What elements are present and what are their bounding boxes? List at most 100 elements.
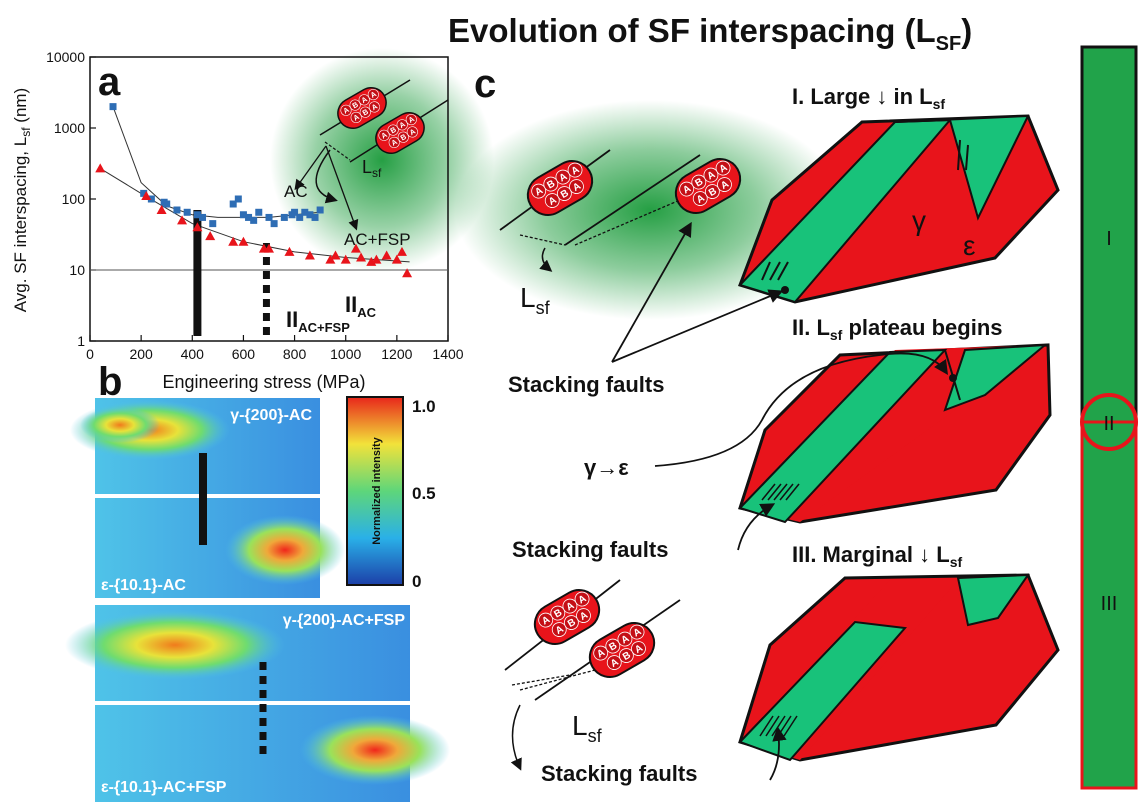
y-tick-group: 1 10 100 1000 10000 <box>46 49 96 349</box>
panel-b-label: b <box>98 360 122 404</box>
data-point-ac <box>173 206 181 214</box>
svg-text:ε-{10.1}-AC+FSP: ε-{10.1}-AC+FSP <box>101 779 227 796</box>
lsf-label-top: Lsf <box>520 282 551 318</box>
data-point-ac <box>109 103 117 111</box>
grain-block-stage-2 <box>738 343 1052 524</box>
x-axis-label: Engineering stress (MPa) <box>162 372 365 392</box>
data-point-acfsp <box>325 254 336 264</box>
x-tick-label: 800 <box>283 346 307 362</box>
svg-text:0: 0 <box>412 572 421 591</box>
data-point-acfsp <box>356 252 367 262</box>
data-point-acfsp <box>330 250 341 260</box>
x-tick-label: 200 <box>129 346 153 362</box>
data-point-ac <box>311 213 319 221</box>
panel-b: b γ-{200}-AC ε-{10.1}-AC Normalized inte… <box>65 360 450 802</box>
marker-bar-ac <box>193 209 202 336</box>
x-tick-label: 600 <box>232 346 256 362</box>
lsf-label-bottom: Lsf <box>572 710 603 746</box>
svg-text:γ-{200}-AC+FSP: γ-{200}-AC+FSP <box>283 612 406 629</box>
svg-text:ε-{10.1}-AC: ε-{10.1}-AC <box>101 577 186 594</box>
x-tick-label: 400 <box>181 346 205 362</box>
inset-lsf-label: Lsf <box>362 157 382 180</box>
data-point-acfsp <box>371 254 382 264</box>
data-point-ac <box>147 195 155 203</box>
heatmap-gamma-acfsp: γ-{200}-AC+FSP <box>65 605 410 701</box>
data-point-ac <box>140 189 148 197</box>
data-point-ac <box>199 213 207 221</box>
data-point-acfsp <box>340 254 351 264</box>
stacking-faults-label-1: Stacking faults <box>508 372 664 397</box>
data-point-ac <box>301 208 309 216</box>
y-tick-label: 10 <box>69 262 85 278</box>
data-point-ac <box>296 213 304 221</box>
data-point-acfsp <box>304 250 315 260</box>
gamma-label: γ <box>912 205 926 236</box>
heatmap-gamma-ac: γ-{200}-AC <box>70 398 320 494</box>
panel-c-label: c <box>474 62 496 106</box>
data-point-acfsp <box>177 215 188 225</box>
y-axis-label: Avg. SF interspacing, Lsf (nm) <box>11 88 33 312</box>
marker-ac-label: IIAC <box>345 292 377 320</box>
x-tick-label: 1200 <box>381 346 412 362</box>
x-tick-label: 0 <box>86 346 94 362</box>
data-point-acfsp <box>264 243 274 253</box>
data-point-acfsp <box>350 243 361 253</box>
y-tick-label: 100 <box>62 191 86 207</box>
heatmap-epsilon-ac: ε-{10.1}-AC <box>95 498 345 598</box>
grain-schematic-bottom: Lsf <box>504 579 681 771</box>
data-point-ac <box>234 195 242 203</box>
series-ac-label: AC <box>284 182 308 201</box>
stage-bar-label-2: II <box>1103 413 1114 435</box>
panel-a-label: a <box>98 60 121 104</box>
stage-bar-label-3: III <box>1101 593 1118 615</box>
data-point-acfsp <box>192 222 203 232</box>
y-tick-label: 1000 <box>54 120 85 136</box>
marker-acfsp-label: IIAC+FSP <box>286 307 350 335</box>
stacking-faults-label-3: Stacking faults <box>541 761 697 786</box>
stage-bar-bottom <box>1080 420 1138 790</box>
data-point-ac <box>280 213 288 221</box>
stage-3-title: III. Marginal ↓ Lsf <box>792 542 962 570</box>
svg-text:0.5: 0.5 <box>412 484 436 503</box>
stage-1-title: I. Large ↓ in Lsf <box>792 84 945 112</box>
svg-text:Normalized intensity: Normalized intensity <box>371 436 383 544</box>
data-point-ac <box>255 208 263 216</box>
transform-label: γ→ε <box>584 455 629 480</box>
x-tick-label: 1000 <box>330 346 361 362</box>
data-point-acfsp <box>284 246 295 256</box>
svg-text:γ-{200}-AC: γ-{200}-AC <box>230 407 312 424</box>
data-point-acfsp <box>402 268 413 278</box>
data-point-acfsp <box>396 246 407 256</box>
marker-bar-ac <box>199 453 207 545</box>
data-point-ac <box>250 216 258 224</box>
grain-block-stage-3 <box>738 573 1060 762</box>
data-point-ac <box>209 220 217 228</box>
data-point-ac <box>316 206 324 214</box>
grain-block-stage-1: γ ε <box>738 114 1060 304</box>
data-point-ac <box>291 208 299 216</box>
svg-text:1.0: 1.0 <box>412 397 436 416</box>
stage-bar: I II III <box>1080 45 1138 790</box>
data-point-ac <box>229 200 237 208</box>
data-point-ac <box>193 211 201 219</box>
stage-2-title: II. Lsf plateau begins <box>792 315 1003 343</box>
y-tick-label: 10000 <box>46 49 85 65</box>
panel-a-glow <box>270 48 494 272</box>
inset-grain-schematic: Lsf <box>294 79 449 231</box>
y-tick-label: 1 <box>77 333 85 349</box>
stage-bar-label-1: I <box>1106 228 1112 250</box>
data-point-ac <box>163 200 171 208</box>
colorbar: Normalized intensity 1.0 0.5 0 <box>346 396 436 591</box>
grain-schematic-top: Lsf <box>499 149 749 318</box>
epsilon-label: ε <box>963 230 975 261</box>
data-point-ac <box>265 213 273 221</box>
data-point-ac <box>306 211 314 219</box>
data-point-acfsp <box>381 250 392 260</box>
plot-content <box>90 103 448 336</box>
data-point-acfsp <box>141 191 152 201</box>
heatmap-epsilon-acfsp: ε-{10.1}-AC+FSP <box>95 705 450 802</box>
data-point-acfsp <box>366 256 377 266</box>
